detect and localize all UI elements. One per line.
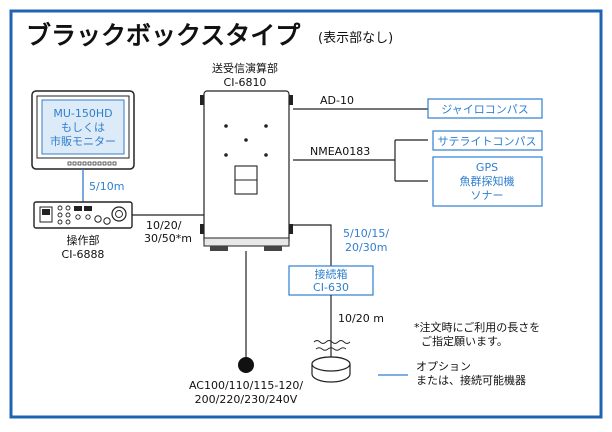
transducer-icon — [311, 356, 351, 383]
diagram-title: ブラックボックスタイプ — [26, 21, 301, 50]
junction-cable-length-2: 20/30m — [345, 241, 387, 254]
control-label: 操作部 — [67, 233, 100, 247]
monitor-line-2: もしくは — [61, 121, 105, 134]
transducer-cable-length: 10/20 m — [338, 312, 384, 325]
gyro-compass-label: ジャイロコンパス — [441, 103, 528, 116]
processor-model: CI-6810 — [224, 76, 267, 89]
legend-option-label: オプション — [416, 360, 471, 373]
processor-junction-cable — [289, 224, 332, 266]
power-spec-line-2: 200/220/230/240V — [195, 393, 298, 406]
monitor-unit — [31, 90, 135, 170]
fish-finder-label: 魚群探知機 — [460, 174, 515, 188]
gps-sounder-box — [432, 156, 543, 207]
monitor-cable-length: 5/10m — [89, 180, 124, 193]
control-cable-length-2: 30/50*m — [144, 232, 192, 245]
satellite-compass-label: サテライトコンパス — [438, 135, 537, 148]
monitor-line-1: MU-150HD — [53, 107, 112, 120]
processor-unit — [200, 90, 293, 251]
nmea-label: NMEA0183 — [310, 145, 370, 158]
processor-label: 送受信演算部 — [212, 61, 278, 75]
diagram-subtitle: (表示部なし) — [318, 31, 393, 46]
satellite-compass-box — [432, 130, 543, 151]
control-unit — [33, 201, 133, 229]
order-note-line-2: ご指定願います。 — [421, 334, 508, 348]
gps-label: GPS — [476, 161, 498, 174]
junction-box-model: CI-630 — [313, 281, 349, 294]
legend-compatible-label: または、接続可能機器 — [416, 373, 526, 387]
control-cable-length-1: 10/20/ — [146, 219, 182, 232]
sonar-label: ソナー — [471, 189, 504, 202]
power-spec-line-1: AC100/110/115-120/ — [189, 379, 303, 392]
junction-box-label: 接続箱 — [315, 267, 348, 281]
monitor-line-3: 市販モニター — [50, 134, 116, 148]
junction-cable-length-1: 5/10/15/ — [343, 227, 389, 240]
monitor-button-row — [67, 161, 117, 166]
order-note-line-1: *注文時にご利用の長さを — [414, 320, 540, 334]
control-model: CI-6888 — [62, 248, 105, 261]
water-surface-icon — [313, 340, 351, 351]
junction-box — [288, 265, 374, 296]
power-plug-icon — [238, 357, 254, 373]
ad10-label: AD-10 — [320, 94, 354, 107]
gyro-compass-box — [427, 98, 543, 119]
